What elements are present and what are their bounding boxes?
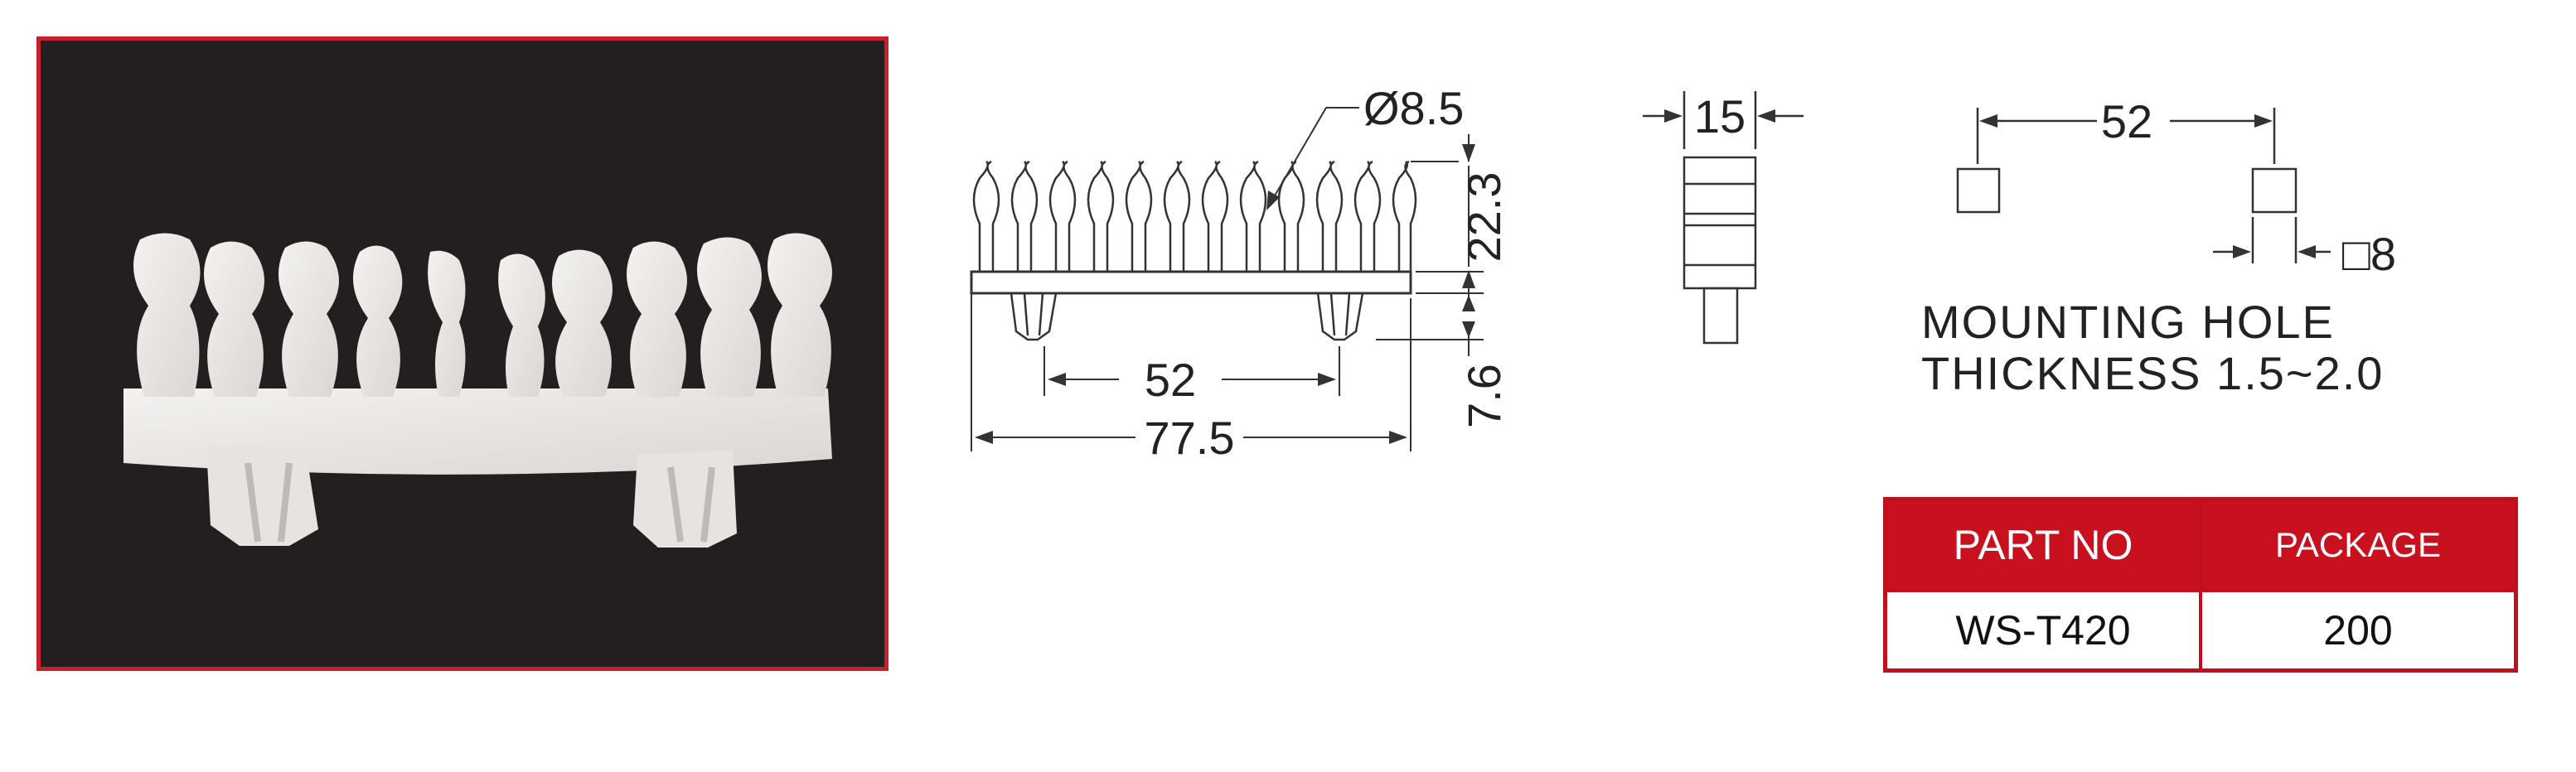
part-no-header: PART NO [1883,497,2202,592]
spec-table: PART NO PACKAGE WS-T420 200 [1883,497,2518,673]
height-label: 22.3 [1458,172,1510,263]
front-view-pins [1010,292,1364,341]
wire-clip-photo [123,233,832,548]
part-no-value: WS-T420 [1883,589,2202,673]
mounting-hole-note: MOUNTING HOLE THICKNESS 1.5~2.0 [1921,297,2384,399]
front-view-fingers [972,160,1417,272]
package-header: PACKAGE [2199,497,2518,592]
package-value: 200 [2199,589,2518,673]
pin-spacing-label: 52 [1145,354,1196,406]
pin-length-label: 7.6 [1458,364,1510,428]
side-width-label: 15 [1694,90,1746,142]
hole-spacing-label: 52 [2101,95,2152,147]
hole-size-label: □8 [2342,228,2396,280]
front-view-base [970,270,1412,295]
diameter-label: Ø8.5 [1363,82,1464,134]
mounting-hole-title: MOUNTING HOLE [1921,296,2335,348]
overall-length-label: 77.5 [1145,412,1235,464]
thickness-note: THICKNESS 1.5~2.0 [1921,347,2385,399]
product-photo [36,36,889,671]
